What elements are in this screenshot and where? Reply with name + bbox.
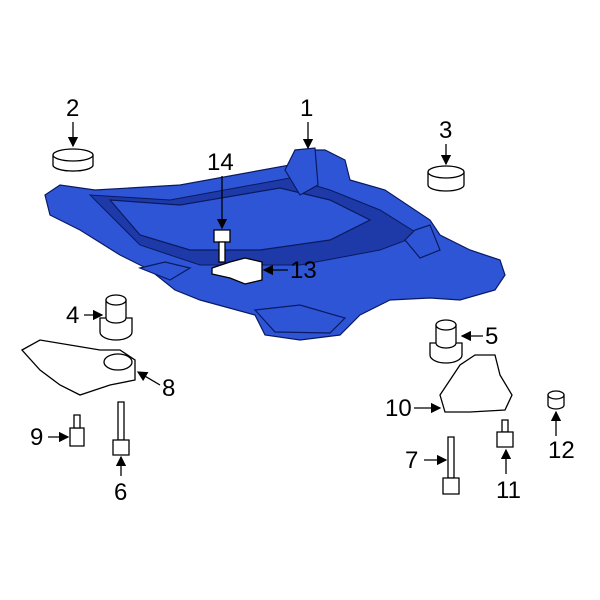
part-8-bracket[interactable] <box>20 339 136 396</box>
callout-7: 7 <box>405 447 448 474</box>
part-5-mount[interactable] <box>429 319 463 364</box>
callout-2: 2 <box>66 95 79 148</box>
svg-text:4: 4 <box>66 302 79 329</box>
svg-text:2: 2 <box>66 95 79 122</box>
callout-14: 14 <box>207 149 234 230</box>
callout-4: 4 <box>66 302 104 329</box>
part-3-bushing[interactable] <box>427 165 465 192</box>
callout-5: 5 <box>460 323 498 350</box>
svg-text:1: 1 <box>300 95 313 122</box>
svg-text:6: 6 <box>114 479 127 506</box>
svg-text:9: 9 <box>30 424 43 451</box>
svg-text:10: 10 <box>385 395 412 422</box>
part-9-bolt[interactable] <box>69 414 85 447</box>
engine-cradle-subframe[interactable] <box>44 147 506 341</box>
part-10-bracket[interactable] <box>439 354 513 413</box>
part-13-bracket[interactable] <box>211 257 263 285</box>
svg-text:14: 14 <box>207 149 234 176</box>
svg-text:12: 12 <box>548 437 575 464</box>
part-12-nut[interactable] <box>547 390 565 410</box>
callout-12: 12 <box>548 410 575 464</box>
svg-text:5: 5 <box>485 323 498 350</box>
part-14-bolt[interactable] <box>213 229 231 263</box>
callout-8: 8 <box>136 371 175 402</box>
svg-text:11: 11 <box>496 477 521 504</box>
callout-1: 1 <box>300 95 313 150</box>
svg-text:3: 3 <box>439 117 452 144</box>
part-2-bushing[interactable] <box>52 148 94 172</box>
callout-3: 3 <box>439 117 452 166</box>
callout-6: 6 <box>114 455 127 506</box>
part-6-bolt[interactable] <box>112 401 130 456</box>
part-7-bolt[interactable] <box>442 436 460 495</box>
callout-13: 13 <box>262 257 317 284</box>
svg-text:7: 7 <box>405 447 418 474</box>
callout-9: 9 <box>30 424 70 451</box>
svg-text:13: 13 <box>290 257 317 284</box>
part-11-bolt[interactable] <box>496 419 514 448</box>
svg-text:8: 8 <box>162 375 175 402</box>
callout-11: 11 <box>496 448 521 504</box>
callout-10: 10 <box>385 395 442 422</box>
part-4-mount[interactable] <box>99 294 133 341</box>
